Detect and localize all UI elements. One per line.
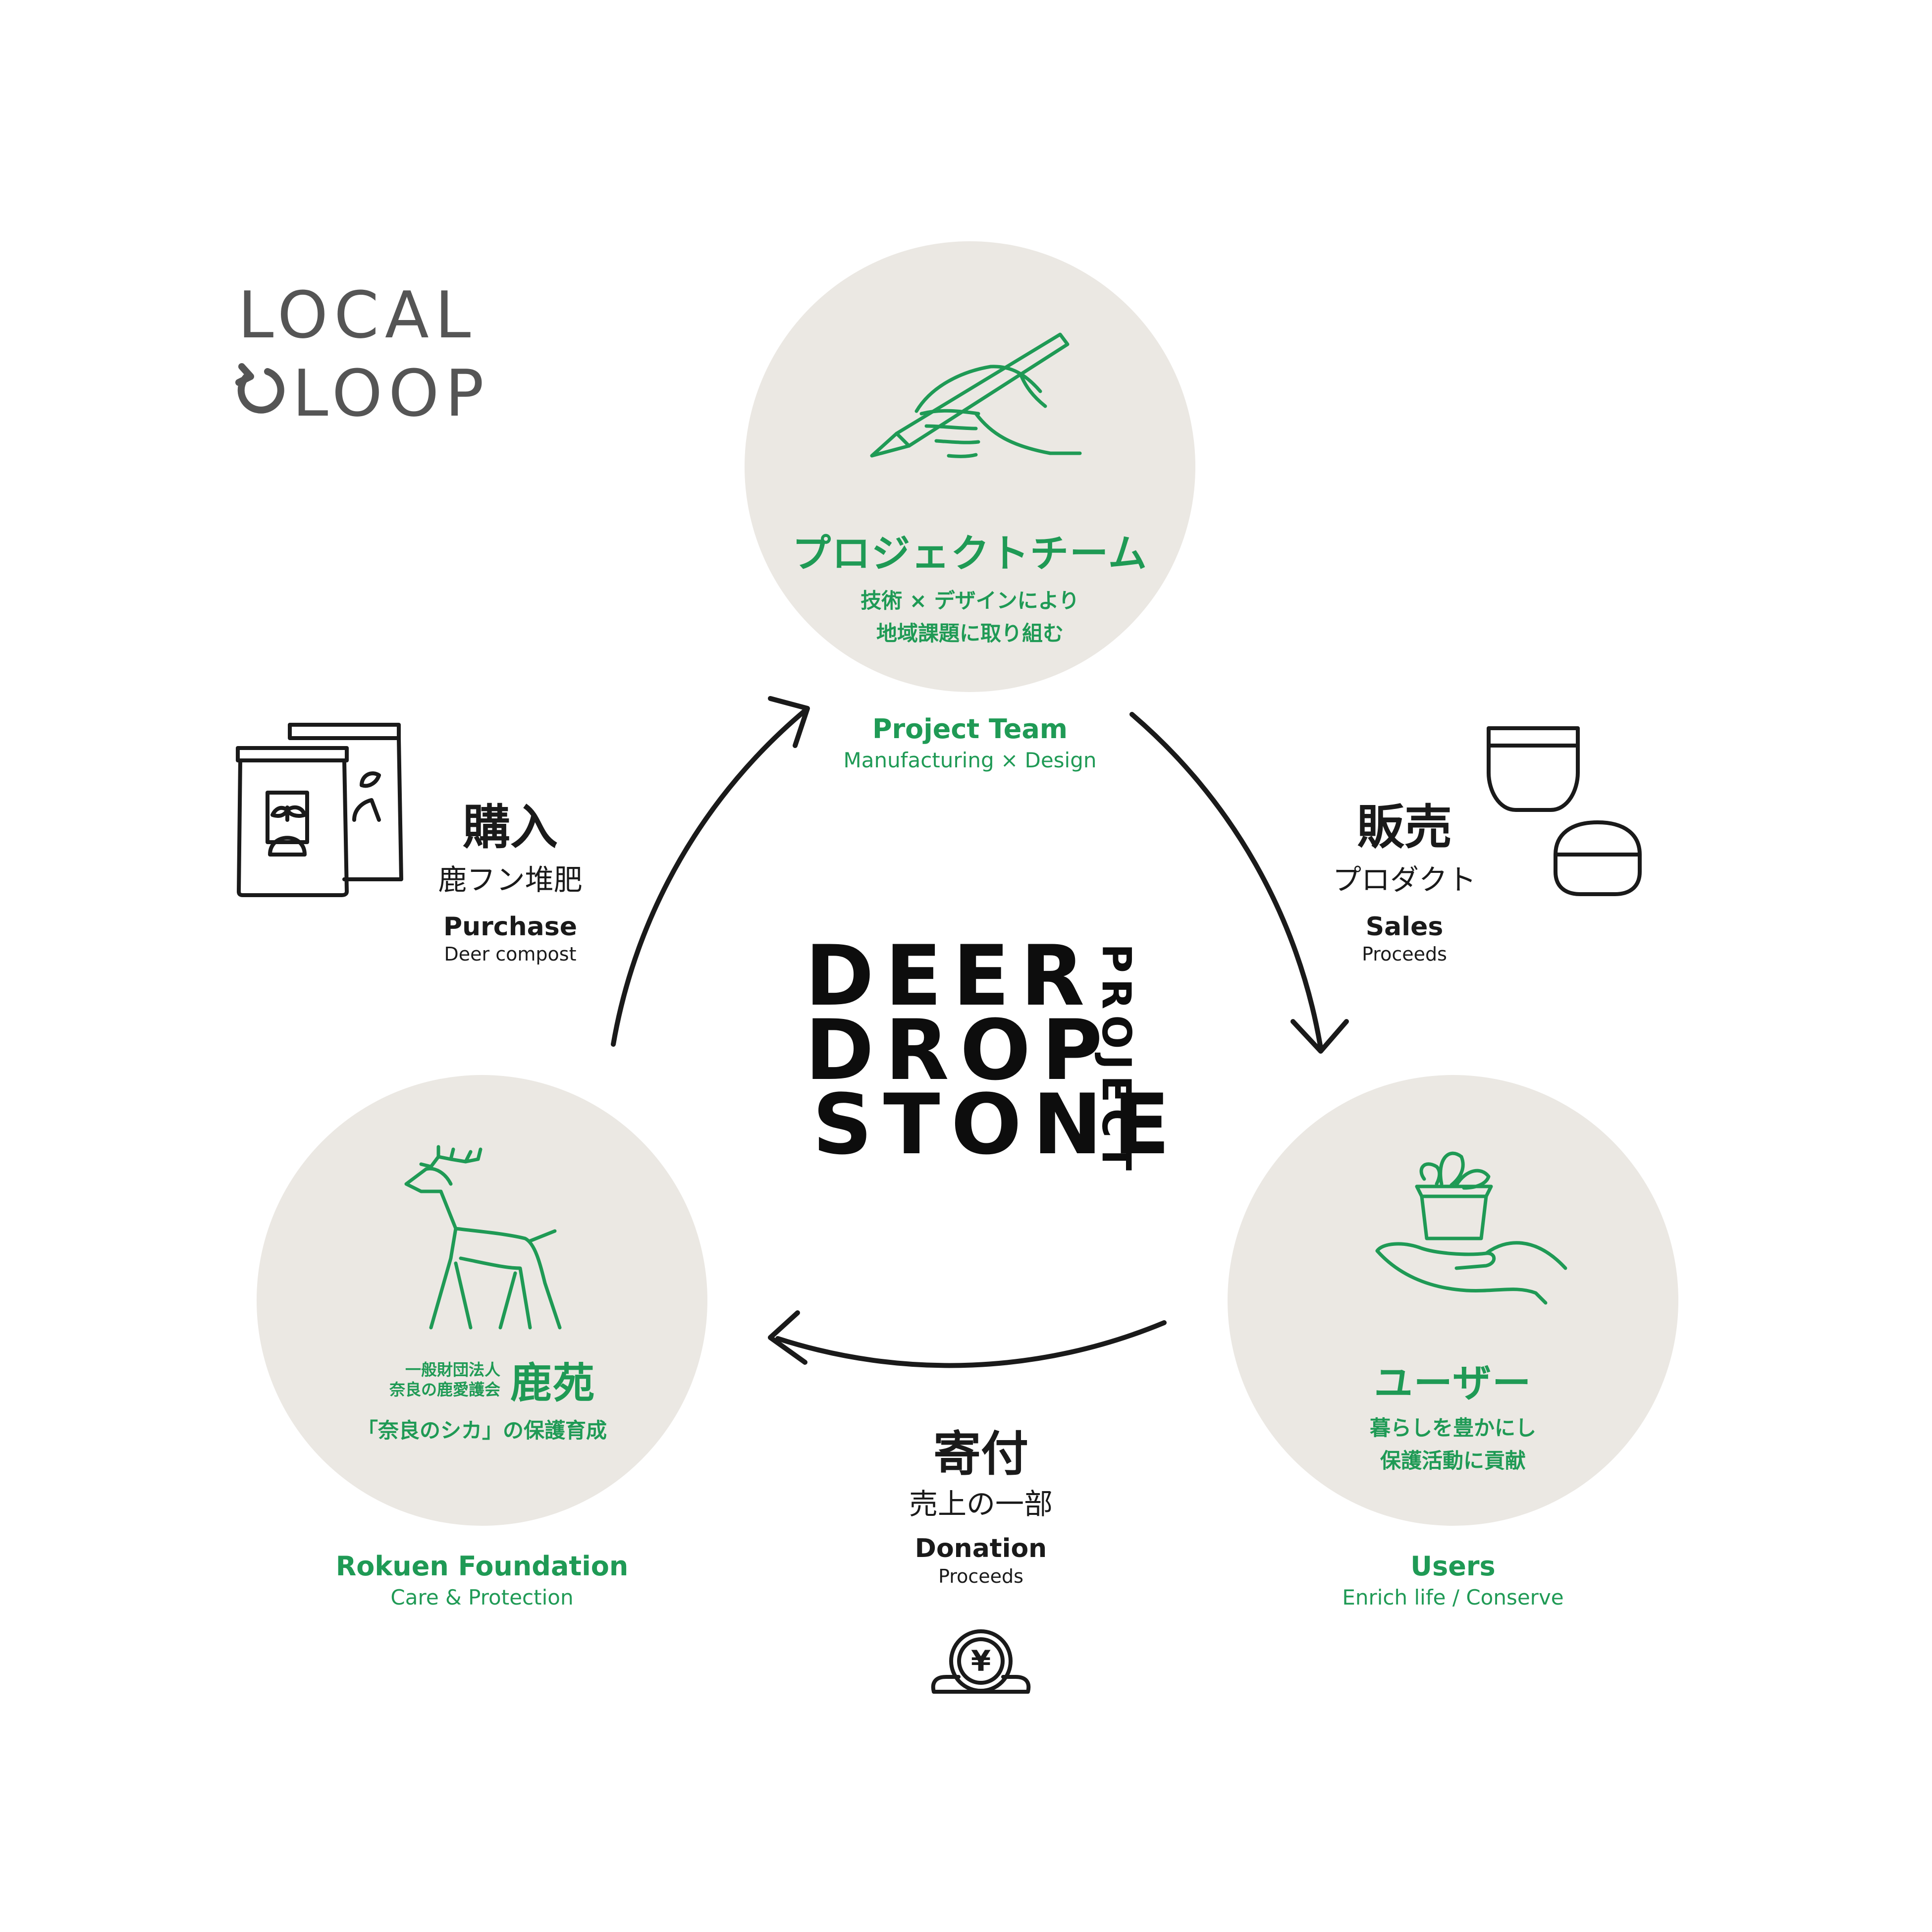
donation-ja-sub: 売上の一部 xyxy=(909,1487,1053,1521)
rokuen-ja-sub: 「奈良のシカ」の保護育成 xyxy=(357,1418,607,1443)
project-team-ja-title: プロジェクトチーム xyxy=(792,532,1148,576)
yen-coin-icon: ¥ xyxy=(931,1629,1031,1694)
container-icon xyxy=(1487,726,1642,896)
users-en-sub: Enrich life / Conserve xyxy=(1342,1585,1564,1610)
local-loop-logo: LOCAL LOOP xyxy=(233,277,510,436)
logo-line-local: LOCAL xyxy=(238,277,477,353)
sales-en: Sales xyxy=(1365,912,1444,942)
arrow-donation xyxy=(775,1320,1167,1368)
project-team-circle xyxy=(745,241,1195,692)
arrow-purchase xyxy=(611,707,809,1047)
purchase-ja-sub: 鹿フン堆肥 xyxy=(438,863,583,897)
donation-en: Donation xyxy=(914,1534,1047,1563)
purchase-ja: 購入 xyxy=(463,800,558,855)
plant-in-hand-icon xyxy=(1375,1151,1567,1305)
rokuen-ja-title: 鹿苑 xyxy=(510,1359,596,1407)
project-team-en-title: Project Team xyxy=(872,713,1068,745)
project-team-ja-sub-2: 地域課題に取り組む xyxy=(876,621,1064,645)
logo-stone: STONE xyxy=(812,1076,1181,1173)
purchase-en: Purchase xyxy=(443,912,577,942)
logo-drop: DROP xyxy=(805,1002,1114,1099)
purchase-en-sub: Deer compost xyxy=(444,943,577,965)
rokuen-en-title: Rokuen Foundation xyxy=(335,1551,629,1582)
compost-bag-icon xyxy=(236,723,403,897)
sales-ja: 販売 xyxy=(1357,800,1452,855)
donation-en-sub: Proceeds xyxy=(938,1565,1023,1587)
rokuen-en-sub: Care & Protection xyxy=(390,1585,574,1610)
deer-drop-stone-logo: DEER DROP STONE PROJECT xyxy=(805,927,1170,1177)
pen-hand-icon xyxy=(870,332,1082,458)
logo-line-loop: LOOP xyxy=(292,356,490,431)
users-ja-title: ユーザー xyxy=(1374,1361,1532,1406)
project-team-en-sub: Manufacturing × Design xyxy=(843,748,1097,772)
deer-icon xyxy=(404,1145,562,1330)
yen-symbol: ¥ xyxy=(971,1644,991,1678)
users-ja-sub-1: 暮らしを豊かにし xyxy=(1369,1416,1536,1440)
sales-en-sub: Proceeds xyxy=(1362,943,1447,965)
logo-project-vertical: PROJECT xyxy=(1093,944,1139,1177)
project-team-ja-sub-1: 技術 × デザインにより xyxy=(860,589,1079,613)
logo-deer: DEER xyxy=(805,927,1096,1024)
arrow-sales xyxy=(1129,712,1323,1048)
sales-ja-sub: プロダクト xyxy=(1332,863,1476,897)
users-en-title: Users xyxy=(1410,1551,1496,1582)
loop-arrow-icon xyxy=(235,363,284,414)
rokuen-ja-small-2: 奈良の鹿愛護会 xyxy=(389,1380,500,1399)
rokuen-ja-small-1: 一般財団法人 xyxy=(405,1360,500,1379)
users-circle xyxy=(1228,1075,1678,1526)
donation-ja: 寄付 xyxy=(933,1426,1028,1482)
users-ja-sub-2: 保護活動に貢献 xyxy=(1380,1449,1526,1473)
